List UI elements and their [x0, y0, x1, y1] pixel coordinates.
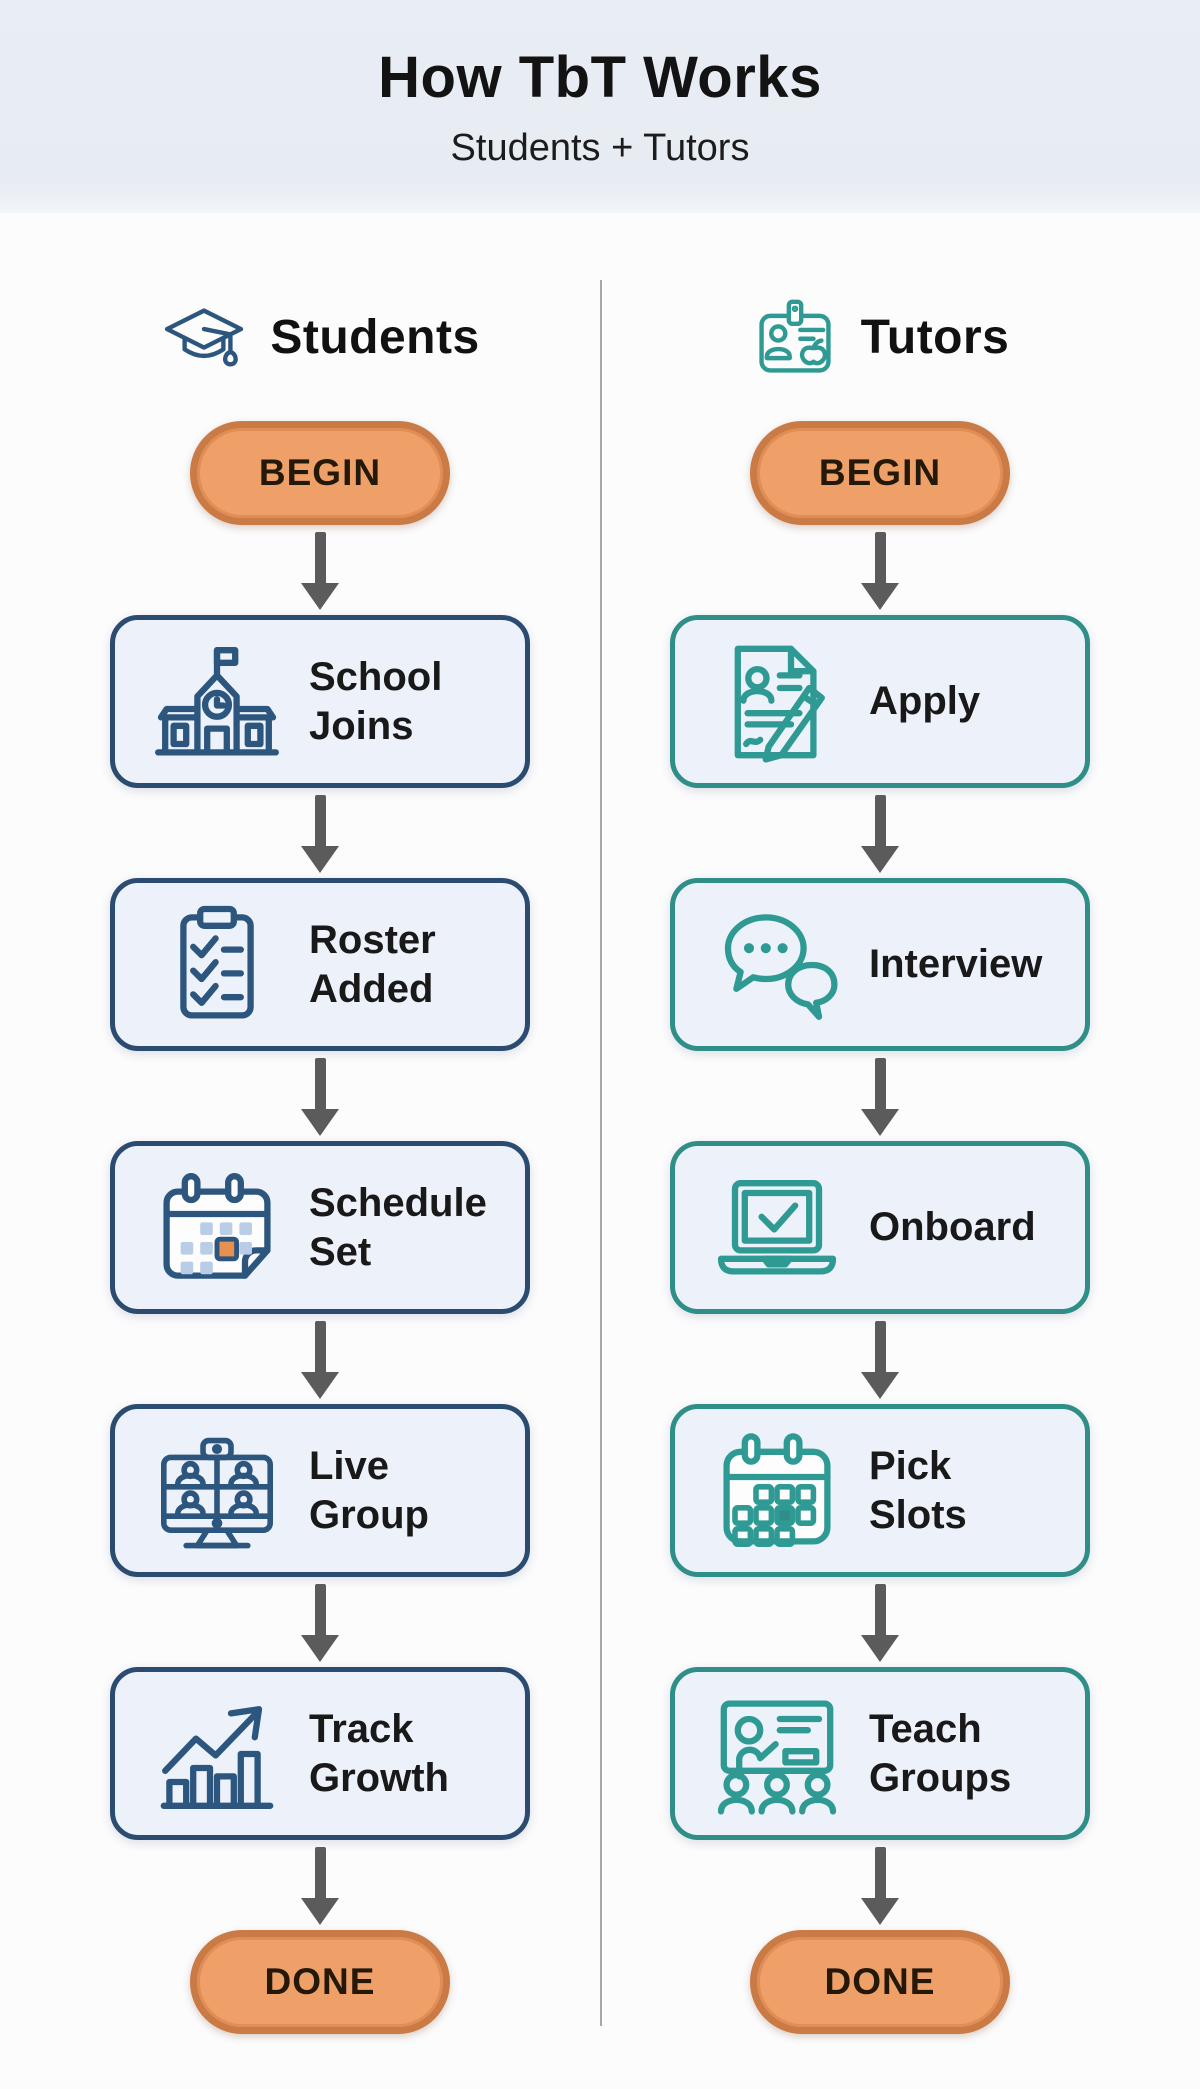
arrow-head — [861, 1635, 899, 1662]
tutors-done-node: DONE — [750, 1930, 1010, 2034]
arrow-stem — [314, 532, 326, 585]
flow-arrow — [861, 1314, 899, 1404]
step-label: Roster Added — [309, 917, 436, 1011]
students-column: Students BEGIN — [20, 213, 620, 2034]
step-pick-slots: Pick Slots — [670, 1404, 1090, 1577]
step-track-growth: Track Growth — [110, 1667, 530, 1840]
growth-chart-icon — [147, 1684, 287, 1824]
id-badge-icon — [751, 293, 839, 381]
arrow-head — [301, 1635, 339, 1662]
calendar-grid-icon — [707, 1421, 847, 1561]
step-label: Onboard — [869, 1205, 1036, 1250]
arrow-stem — [874, 1847, 886, 1900]
column-divider — [600, 280, 602, 2026]
tutors-column-header: Tutors — [751, 297, 1010, 377]
arrow-stem — [874, 1584, 886, 1637]
step-label: School Joins — [309, 654, 443, 748]
done-label: DONE — [824, 1961, 936, 2002]
step-school-joins: School Joins — [110, 615, 530, 788]
flow-arrow — [301, 1577, 339, 1667]
arrow-head — [301, 583, 339, 610]
step-schedule-set: Schedule Set — [110, 1141, 530, 1314]
step-onboard: Onboard — [670, 1141, 1090, 1314]
step-label: Teach Groups — [869, 1706, 1012, 1800]
graduation-cap-icon — [160, 293, 248, 381]
flow-arrow — [301, 788, 339, 878]
step-interview: Interview — [670, 878, 1090, 1051]
step-live-group: Live Group — [110, 1404, 530, 1577]
tutors-column: Tutors BEGIN — [580, 213, 1180, 2034]
flow-arrow — [301, 1840, 339, 1930]
arrow-head — [301, 846, 339, 873]
flow-arrow — [301, 525, 339, 615]
application-form-icon — [707, 632, 847, 772]
clipboard-checklist-icon — [147, 895, 287, 1035]
arrow-stem — [874, 795, 886, 848]
step-apply: Apply — [670, 615, 1090, 788]
flowchart: Students BEGIN — [0, 213, 1200, 2034]
begin-label: BEGIN — [818, 452, 942, 493]
arrow-stem — [314, 1584, 326, 1637]
arrow-head — [301, 1372, 339, 1399]
flow-arrow — [301, 1051, 339, 1141]
done-label: DONE — [264, 1961, 376, 2002]
arrow-head — [301, 1109, 339, 1136]
school-building-icon — [147, 632, 287, 772]
arrow-stem — [874, 1321, 886, 1374]
step-roster-added: Roster Added — [110, 878, 530, 1051]
step-teach-groups: Teach Groups — [670, 1667, 1090, 1840]
video-call-icon — [147, 1421, 287, 1561]
arrow-head — [861, 1372, 899, 1399]
flow-arrow — [861, 1577, 899, 1667]
flow-arrow — [861, 1051, 899, 1141]
step-label: Live Group — [309, 1443, 429, 1537]
tutors-begin-node: BEGIN — [750, 421, 1010, 525]
arrow-stem — [874, 1058, 886, 1111]
page-subtitle: Students + Tutors — [450, 126, 750, 169]
students-done-node: DONE — [190, 1930, 450, 2034]
arrow-head — [861, 583, 899, 610]
laptop-check-icon — [707, 1158, 847, 1298]
students-heading: Students — [270, 310, 480, 364]
arrow-stem — [314, 795, 326, 848]
page-title: How TbT Works — [378, 44, 822, 110]
arrow-head — [861, 1898, 899, 1925]
arrow-stem — [314, 1847, 326, 1900]
flow-arrow — [861, 788, 899, 878]
step-label: Pick Slots — [869, 1443, 967, 1537]
step-label: Track Growth — [309, 1706, 449, 1800]
flow-arrow — [301, 1314, 339, 1404]
arrow-head — [861, 846, 899, 873]
page-header: How TbT Works Students + Tutors — [0, 0, 1200, 213]
arrow-stem — [314, 1058, 326, 1111]
arrow-head — [301, 1898, 339, 1925]
tutors-heading: Tutors — [860, 310, 1010, 364]
step-label: Interview — [869, 942, 1043, 987]
arrow-head — [861, 1109, 899, 1136]
teach-board-icon — [707, 1684, 847, 1824]
begin-label: BEGIN — [258, 452, 382, 493]
arrow-stem — [314, 1321, 326, 1374]
chat-bubbles-icon — [707, 895, 847, 1035]
students-column-header: Students — [160, 297, 479, 377]
students-begin-node: BEGIN — [190, 421, 450, 525]
flow-arrow — [861, 525, 899, 615]
flow-arrow — [861, 1840, 899, 1930]
calendar-date-icon — [147, 1158, 287, 1298]
arrow-stem — [874, 532, 886, 585]
step-label: Schedule Set — [309, 1180, 487, 1274]
step-label: Apply — [869, 679, 981, 724]
